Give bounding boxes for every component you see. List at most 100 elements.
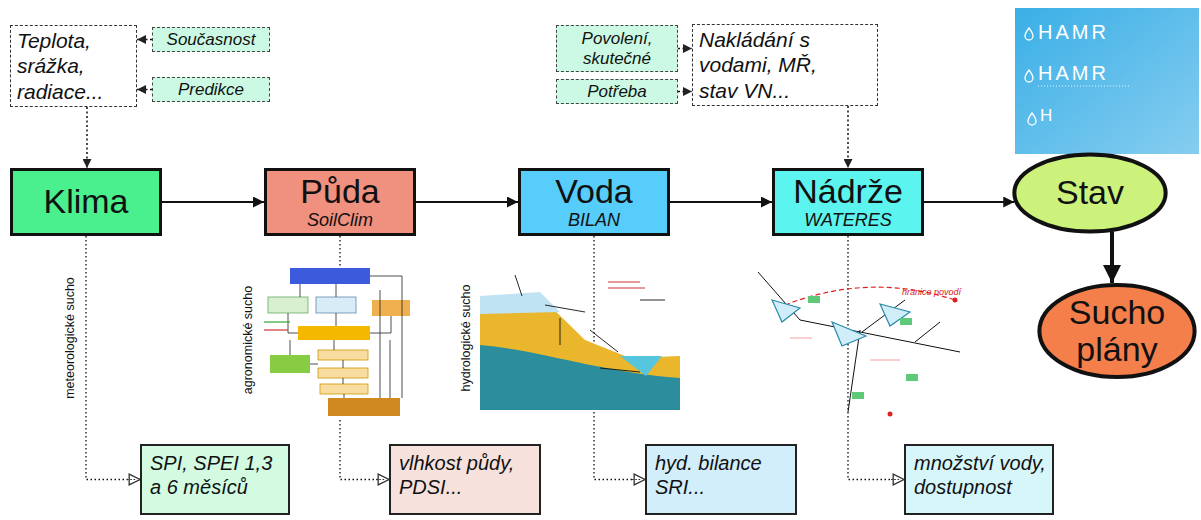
- logo-text: HAMR: [1038, 62, 1109, 85]
- input-note: Nakládání s vodami, MŘ, stav VN...: [692, 24, 878, 106]
- reservoir-network-scheme: [953, 298, 958, 303]
- node-title: Voda: [555, 173, 633, 210]
- soil-model-flowchart: [264, 322, 290, 330]
- flow-arrow: [847, 106, 849, 168]
- reservoir-network-scheme: [906, 374, 918, 381]
- hydrology-cross-section: [620, 356, 662, 376]
- indicator-box: SPI, SPEI 1,3 a 6 měsíců: [140, 444, 290, 515]
- soil-model-flowchart: [316, 297, 356, 313]
- node-title: Klima: [43, 183, 128, 220]
- soil-model-flowchart: [310, 290, 390, 398]
- hydrology-cross-section: [608, 282, 640, 283]
- model-name: SoilClim: [307, 211, 373, 231]
- soil-model-flowchart: [290, 340, 344, 398]
- connector-group: [86, 40, 1112, 480]
- soil-model-flowchart: [288, 313, 391, 333]
- process-box: PůdaSoilClim: [264, 168, 416, 236]
- flow-arrow: [162, 201, 264, 203]
- source-chip: Potřeba: [556, 79, 678, 104]
- indicator-box: množství vody, dostupnost: [904, 444, 1054, 515]
- reservoir-network-scheme: [808, 296, 918, 399]
- flow-arrow: [86, 107, 88, 168]
- flow-arrow: [86, 236, 140, 480]
- node-title: Stav: [1056, 174, 1124, 211]
- hydrology-cross-section: [608, 288, 645, 289]
- flow-arrow: [670, 201, 772, 203]
- logo-text: HAMR: [1038, 21, 1109, 44]
- hydrology-cross-section: [480, 275, 680, 410]
- drought-type-label: hydrologické sucho: [459, 282, 473, 393]
- hydrology-cross-section: [515, 275, 665, 372]
- node-title: Nakládání s vodami, MŘ, stav VN...: [699, 27, 847, 103]
- soil-model-flowchart: [262, 266, 414, 420]
- indicator-box: vlhkost půdy, PDSI...: [389, 444, 541, 515]
- soil-model-flowchart: [300, 276, 402, 398]
- input-note: Teplota, srážka, radiace...: [10, 25, 137, 107]
- hydrology-cross-section: [608, 282, 645, 288]
- indicator-box: hyd. bilance SRI...: [645, 444, 797, 515]
- reservoir-network-scheme: [790, 338, 812, 339]
- reservoir-network-scheme: [852, 392, 864, 399]
- reservoir-network-scheme: [808, 296, 820, 303]
- soil-model-flowchart: [270, 355, 310, 373]
- reservoir-network-scheme: [772, 300, 910, 346]
- source-chip: Predikce: [152, 77, 270, 102]
- node-title: vlhkost půdy, PDSI...: [399, 451, 533, 499]
- soil-model-flowchart: [320, 384, 368, 394]
- soil-model-flowchart: [318, 368, 368, 378]
- node-title: Potřeba: [587, 82, 647, 102]
- logo-panel: [1025, 70, 1033, 82]
- process-box: Klima: [10, 168, 162, 236]
- source-chip: Povolení, skutečné: [556, 25, 678, 72]
- soil-model-flowchart: [268, 297, 308, 313]
- node-title: SPI, SPEI 1,3 a 6 měsíců: [150, 451, 282, 499]
- logo-text: H: [1040, 106, 1052, 126]
- reservoir-network-scheme: [772, 300, 800, 322]
- plan-ellipse: Sucho plány: [1037, 282, 1197, 380]
- boundary-label: hranice povodí: [902, 287, 961, 297]
- soil-model-flowchart: [262, 266, 414, 420]
- flow-arrow: [137, 39, 152, 41]
- node-title: množství vody, dostupnost: [914, 451, 1046, 499]
- soil-model-flowchart: [264, 321, 290, 322]
- reservoir-network-scheme: [888, 412, 893, 417]
- hydrology-cross-section: [515, 275, 665, 372]
- node-title: Povolení, skutečné: [561, 29, 673, 68]
- soil-model-flowchart: [328, 398, 400, 416]
- node-title: Nádrže: [793, 173, 903, 210]
- node-title: Sucho plány: [1037, 294, 1197, 369]
- source-chip: Současnost: [152, 27, 270, 52]
- soil-model-flowchart: [372, 300, 410, 316]
- node-title: Teplota, srážka, radiace...: [17, 28, 130, 104]
- node-title: Současnost: [167, 30, 256, 50]
- model-name: WATERES: [804, 211, 891, 231]
- reservoir-network-scheme: [900, 318, 912, 325]
- reservoir-network-scheme: [832, 322, 866, 346]
- flow-arrow: [678, 91, 692, 93]
- reservoir-network-scheme: [915, 322, 940, 342]
- flow-arrow: [924, 201, 1014, 203]
- hydrology-cross-section: [480, 292, 560, 314]
- soil-model-flowchart: [288, 276, 402, 398]
- node-title: Půda: [300, 173, 379, 210]
- flow-arrow: [416, 201, 518, 203]
- process-box: VodaBILAN: [518, 168, 670, 236]
- reservoir-network-scheme: [870, 360, 900, 361]
- logo-panel: [1015, 8, 1199, 154]
- drought-type-label: meteorologické sucho: [63, 275, 77, 401]
- drought-type-label: agronomické sucho: [241, 284, 255, 396]
- logo-panel: [1015, 8, 1199, 154]
- logo-panel: [1025, 28, 1033, 40]
- soil-model-flowchart: [298, 326, 370, 340]
- node-title: hyd. bilance SRI...: [655, 451, 789, 499]
- flow-arrow: [848, 236, 904, 480]
- flow-arrow: [137, 89, 152, 91]
- node-title: Predikce: [178, 80, 244, 100]
- reservoir-network-scheme: [790, 338, 900, 360]
- state-ellipse: Stav: [1012, 152, 1168, 234]
- flow-arrow: [678, 48, 692, 50]
- hydrology-cross-section: [480, 345, 680, 410]
- logo-panel: [1028, 113, 1036, 125]
